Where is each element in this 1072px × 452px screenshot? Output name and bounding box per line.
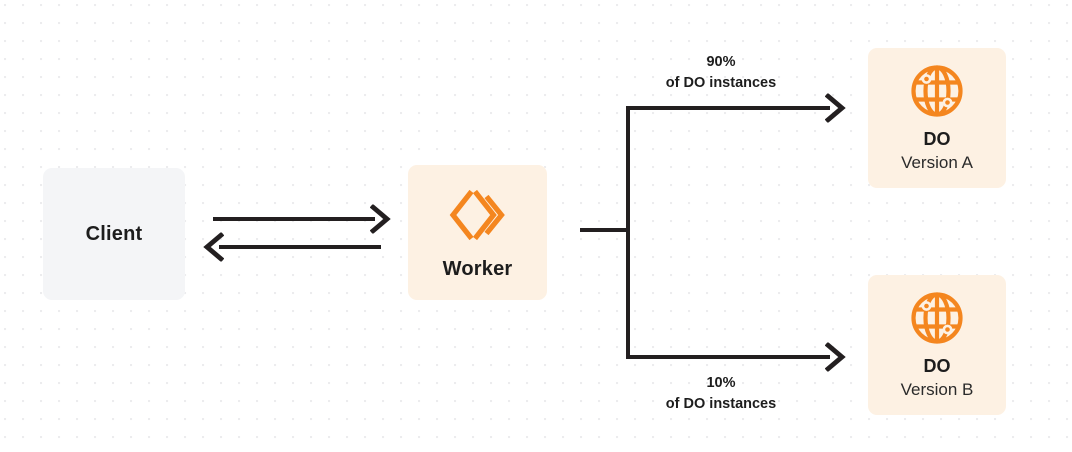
cloudflare-workers-icon — [447, 184, 509, 246]
node-do-a-sublabel: Version A — [901, 152, 973, 172]
node-do-a-label: DO — [923, 129, 951, 150]
node-do-b-label: DO — [923, 356, 951, 377]
edge-label-do-b: 10% of DO instances — [632, 373, 810, 415]
edge-label-do-b-caption: of DO instances — [665, 396, 777, 413]
node-do-b-sublabel: Version B — [900, 379, 974, 399]
node-worker-label: Worker — [442, 258, 513, 280]
node-do-version-b[interactable]: DO Version B — [868, 275, 1006, 415]
globe-icon — [909, 290, 965, 346]
globe-icon — [909, 63, 965, 119]
edge-label-do-a-percent: 90% — [706, 54, 736, 70]
node-client-label: Client — [85, 222, 143, 245]
node-do-version-a[interactable]: DO Version A — [868, 48, 1006, 188]
edge-label-do-a-caption: of DO instances — [665, 75, 777, 92]
node-worker[interactable]: Worker — [408, 165, 547, 300]
edge-label-do-a: 90% of DO instances — [632, 52, 810, 94]
edge-label-do-b-percent: 10% — [706, 375, 736, 391]
node-client[interactable]: Client — [43, 168, 185, 300]
